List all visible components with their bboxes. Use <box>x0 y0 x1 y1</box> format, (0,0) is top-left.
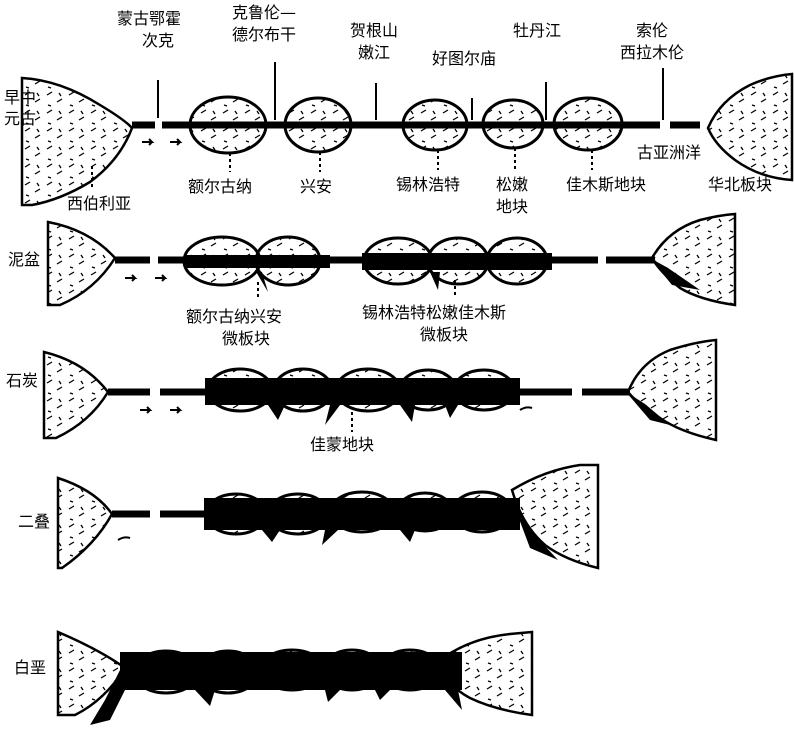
label-xiboliya: 西伯利亚 <box>67 194 131 213</box>
stage-label: 二叠 <box>18 512 50 531</box>
label-exing-2: 微板块 <box>222 329 270 348</box>
motion-arrow-icon <box>170 407 180 413</box>
subduction-wedge <box>268 405 285 420</box>
block-jiamusi <box>554 98 622 150</box>
north-china-plate <box>652 214 735 305</box>
siberia-plate <box>22 78 132 205</box>
block-xilin <box>364 238 432 284</box>
label-menggu: 蒙古鄂霍 <box>117 9 181 28</box>
stage-label: 泥盆 <box>8 250 40 269</box>
stage-early-mid-proterozoic: 早中 元古 蒙古鄂霍 次克 克鲁伦 <box>4 3 792 216</box>
block-4 <box>400 370 456 410</box>
block-1 <box>208 369 272 411</box>
label-kelulun-2: 德尔布干 <box>232 25 296 44</box>
subduction-wedge <box>325 690 340 702</box>
subduction-wedge <box>430 272 440 290</box>
subduction-wedge <box>262 530 280 542</box>
siberia-plate <box>58 478 112 568</box>
label-songnen: 松嫩 <box>496 175 528 194</box>
label-huabei: 华北板块 <box>708 175 772 194</box>
block-4 <box>397 493 453 531</box>
block-5 <box>380 650 440 690</box>
siberia-plate <box>48 222 115 305</box>
label-xingan: 兴安 <box>300 177 332 196</box>
subduction-wedge <box>322 530 338 545</box>
label-mudan: 牡丹江 <box>513 21 561 40</box>
north-china-plate <box>628 340 716 440</box>
subduction-wedge <box>195 690 215 706</box>
label-suolun-2: 西拉木伦 <box>620 43 684 62</box>
stage-devonian: 泥盆 额尔古纳兴安 微板块 锡林浩特松嫩佳木斯 微板块 <box>8 214 735 348</box>
block-2 <box>198 651 258 693</box>
motion-arrow-icon <box>170 139 180 145</box>
block-1 <box>134 651 198 693</box>
north-china-plate <box>708 74 792 180</box>
subduction-wedge <box>445 405 458 418</box>
label-kelulun: 克鲁伦— <box>232 3 296 22</box>
siberia-plate <box>44 352 108 438</box>
label-exing: 额尔古纳兴安 <box>186 307 282 326</box>
label-xilin: 锡林浩特 <box>396 175 460 194</box>
label-suolun: 索伦 <box>636 21 668 40</box>
block-jiamusi <box>487 238 547 284</box>
block-5 <box>452 492 512 532</box>
block-xingan <box>285 98 351 152</box>
stage-permian: 二叠 <box>18 465 598 568</box>
motion-arrow-icon <box>142 139 152 145</box>
subduction-wedge <box>400 405 415 422</box>
subduction-wedge <box>325 405 340 425</box>
label-jiameng: 佳蒙地块 <box>310 435 374 454</box>
block-songnen <box>483 100 543 148</box>
label-hegen-2: 嫩江 <box>358 43 390 62</box>
motion-arrow-icon <box>125 275 135 281</box>
motion-arrow-icon <box>155 275 165 281</box>
stage-label: 石炭 <box>6 371 38 390</box>
label-haotu: 好图尔庙 <box>432 49 496 68</box>
label-songnen-2: 地块 <box>496 197 528 216</box>
stage-carboniferous: 石炭 佳蒙地块 <box>6 340 716 454</box>
block-3 <box>336 369 400 411</box>
motion-arrow-icon <box>520 407 532 410</box>
subduction-wedge <box>375 690 390 700</box>
subduction-wedge <box>400 530 415 542</box>
subduction-wedge <box>445 690 462 710</box>
block-1 <box>206 494 266 534</box>
block-3 <box>330 492 394 532</box>
stage-cretaceous: 白垩 <box>14 632 532 725</box>
block-5 <box>454 370 514 410</box>
label-xsj: 锡林浩特松嫩佳木斯 <box>362 303 506 322</box>
block-2 <box>274 369 332 411</box>
motion-arrow-icon <box>118 537 130 540</box>
label-guyazhou: 古亚洲洋 <box>637 143 701 162</box>
label-xsj-2: 微板块 <box>420 325 468 344</box>
stage-label: 白垩 <box>14 658 46 677</box>
block-eerguna <box>184 237 260 285</box>
block-xilin <box>403 100 467 150</box>
label-hegen: 贺根山 <box>350 21 398 40</box>
north-china-plate <box>512 465 598 568</box>
label-jiamusi: 佳木斯地块 <box>566 175 646 194</box>
motion-arrow-icon <box>140 407 150 413</box>
block-2 <box>268 494 328 534</box>
label-eerguna: 额尔古纳 <box>188 177 252 196</box>
block-3 <box>260 650 324 690</box>
block-eerguna <box>190 97 266 153</box>
label-menggu-2: 次克 <box>142 31 174 50</box>
block-4 <box>323 650 381 690</box>
block-xingan <box>256 237 320 285</box>
